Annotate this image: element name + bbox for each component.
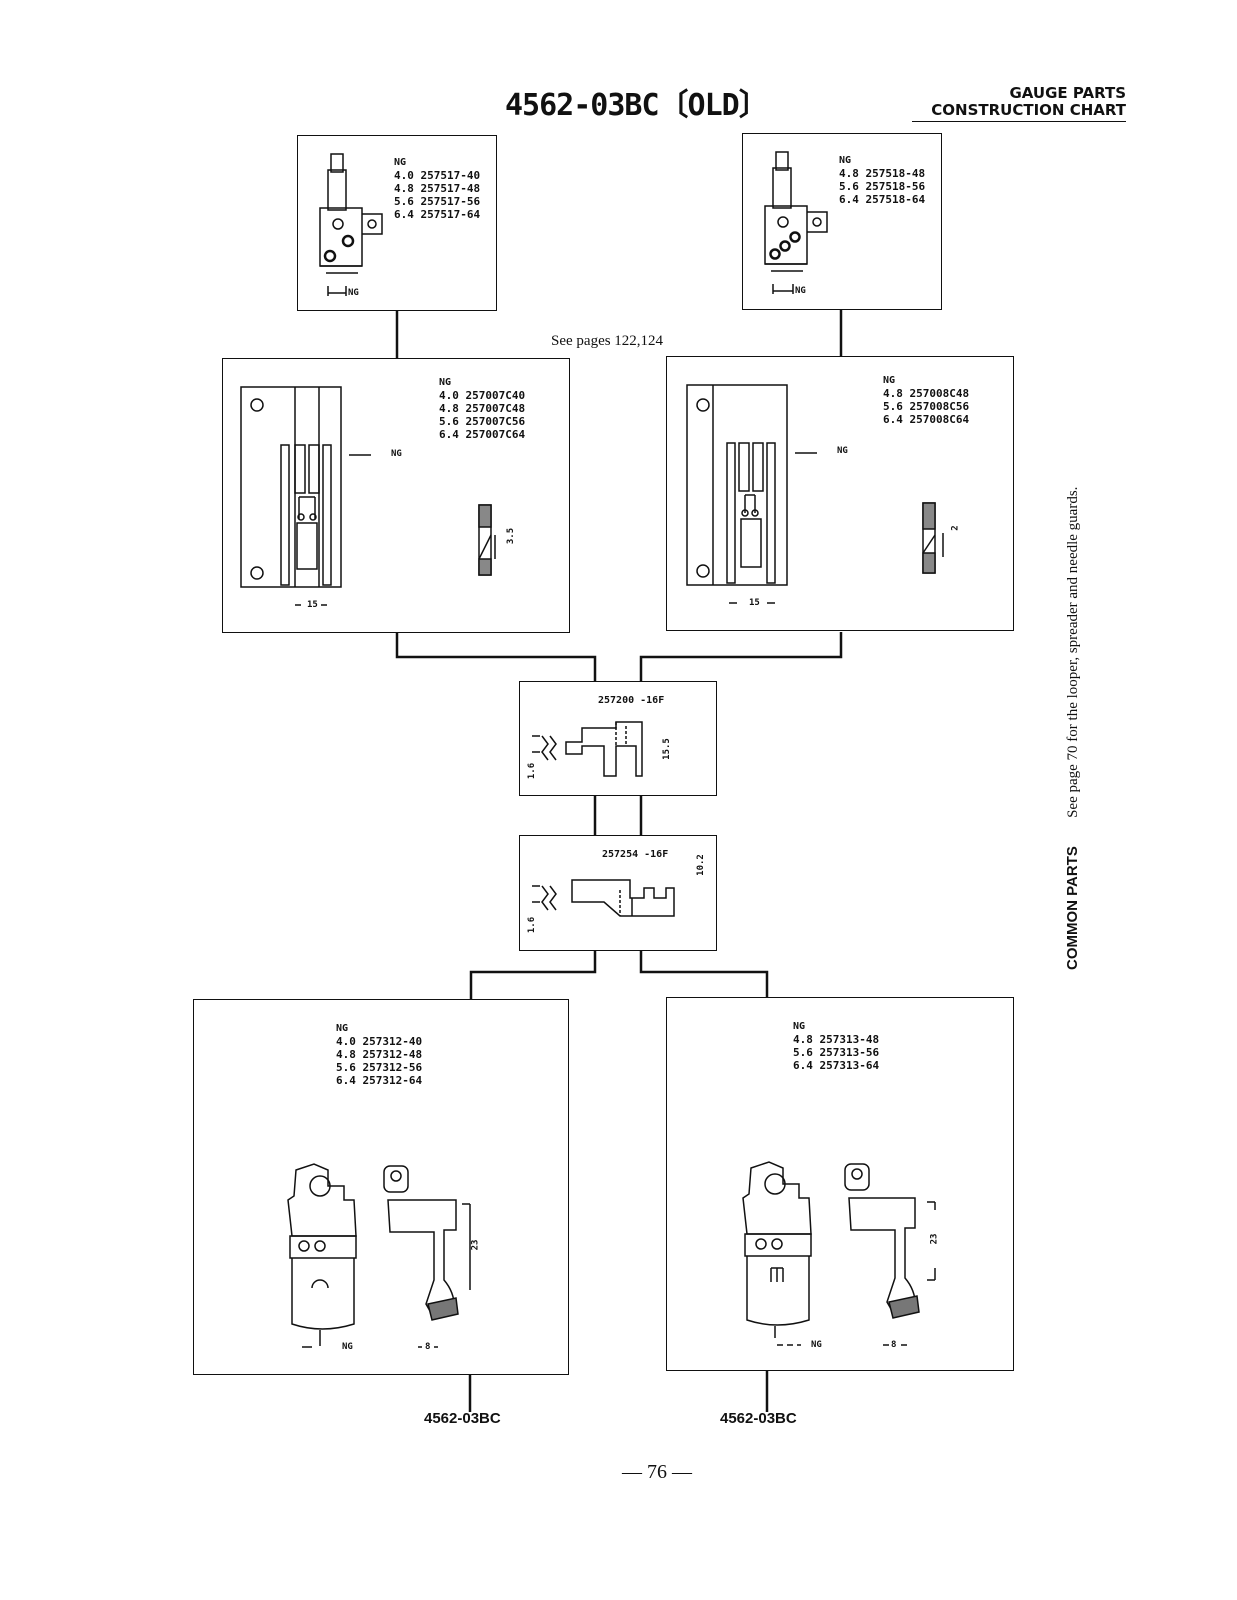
looper-left-dim-ng: NG [342,1342,353,1352]
connector-looper-right [639,950,769,998]
page-number: — 76 — [622,1461,692,1483]
list-item: 4.0 257007C40 [439,389,526,402]
looper-right-dim-8: 8 [891,1340,897,1350]
throat-plate-left-box: NG 4.0 257007C40 4.8 257007C48 5.6 25700… [222,358,570,633]
throat-plate-left-ng: NG [391,449,402,459]
list-item: 6.4 257517-64 [394,208,481,221]
list-heading: NG [394,157,407,168]
looper-left-dim-23: 23 [470,1239,481,1251]
needle-clamp-right-box: NG 4.8 257518-48 5.6 257518-56 6.4 25751… [742,133,942,310]
list-item: 4.8 257007C48 [439,402,526,415]
throat-plate-right-list: NG 4.8 257008C48 5.6 257008C56 6.4 25700… [883,374,969,426]
list-item: 5.6 257518-56 [839,180,926,193]
feed-dog-diff-width: 10.2 [695,854,706,876]
needle-clamp-left-box: NG 4.0 257517-40 4.8 257517-48 5.6 25751… [297,135,497,311]
list-item: 6.4 257518-64 [839,193,926,206]
feed-dog-main-part: 257200 -16F [598,695,665,706]
list-heading: NG [839,155,852,166]
connector-plate-left [395,632,597,682]
list-item: 4.8 257517-48 [394,182,481,195]
needle-clamp-right-list: NG 4.8 257518-48 5.6 257518-56 6.4 25751… [839,154,925,206]
list-item: 5.6 257312-56 [336,1061,423,1074]
list-item: 5.6 257517-56 [394,195,481,208]
looper-left-box: NG 4.0 257312-40 4.8 257312-48 5.6 25731… [193,999,569,1375]
needle-clamp-left-drawing [319,153,383,296]
list-item: 4.8 257312-48 [336,1048,423,1061]
list-item: 4.8 257313-48 [793,1033,880,1046]
throat-plate-right-width: 15 [749,598,760,608]
looper-right-dim-ng: NG [811,1340,822,1350]
list-item: 5.6 257313-56 [793,1046,880,1059]
throat-plate-left-list: NG 4.0 257007C40 4.8 257007C48 5.6 25700… [439,376,525,441]
feed-dog-diff-drawing [532,879,675,917]
feed-dog-main-width: 15.5 [661,738,672,760]
feed-dog-main-drawing [532,721,643,777]
looper-left-dim-8: 8 [425,1342,431,1352]
needle-clamp-right-dim: NG [795,286,806,296]
list-item: 4.8 257518-48 [839,167,926,180]
list-heading: NG [793,1021,806,1032]
throat-plate-left-drawing [240,386,496,606]
connector-looper-left [469,950,597,1000]
looper-right-drawing [742,1161,936,1346]
list-item: 6.4 257313-64 [793,1059,880,1072]
looper-right-box: NG 4.8 257313-48 5.6 257313-56 6.4 25731… [666,997,1014,1371]
feed-dog-main-box: 257200 -16F 1.6 15.5 [519,681,717,796]
list-item: 4.0 257517-40 [394,169,481,182]
needle-clamp-left-list: NG 4.0 257517-40 4.8 257517-48 5.6 25751… [394,156,480,221]
list-item: 6.4 257008C64 [883,413,970,426]
see-pages-note: See pages 122,124 [551,333,664,349]
header-gauge-parts: GAUGE PARTS [1009,84,1126,102]
bottom-label-right: 4562-03BC [720,1410,797,1427]
list-heading: NG [439,377,452,388]
feed-dog-diff-part: 257254 -16F [602,849,669,860]
list-item: 4.8 257008C48 [883,387,970,400]
throat-plate-right-ng: NG [837,446,848,456]
bottom-label-left: 4562-03BC [424,1410,501,1427]
looper-left-list: NG 4.0 257312-40 4.8 257312-48 5.6 25731… [336,1022,422,1087]
list-heading: NG [883,375,896,386]
list-item: 5.6 257007C56 [439,415,526,428]
throat-plate-right-box: NG 4.8 257008C48 5.6 257008C56 6.4 25700… [666,356,1014,631]
feed-dog-diff-height: 1.6 [527,916,538,934]
list-item: 6.4 257312-64 [336,1074,423,1087]
throat-plate-left-width: 15 [307,600,318,610]
throat-plate-right-drawing [686,384,944,604]
looper-right-list: NG 4.8 257313-48 5.6 257313-56 6.4 25731… [793,1020,879,1072]
needle-clamp-right-drawing [764,151,828,294]
page-title: 4562-03BC〔OLD〕 [505,88,769,123]
list-item: 5.6 257008C56 [883,400,970,413]
looper-left-drawing [287,1163,471,1348]
list-item: 6.4 257007C64 [439,428,526,441]
list-item: 4.0 257312-40 [336,1035,423,1048]
feed-dog-main-height: 1.6 [527,762,538,780]
looper-right-dim-23: 23 [929,1233,940,1245]
throat-plate-right-section: 2 [950,525,961,531]
connector-plate-right [639,632,843,682]
list-heading: NG [336,1023,349,1034]
feed-dog-diff-box: 257254 -16F 1.6 10.2 [519,835,717,951]
throat-plate-left-section: 3.5 [506,527,517,545]
needle-clamp-left-dim: NG [348,288,359,298]
header-construction-chart: CONSTRUCTION CHART [912,101,1126,122]
